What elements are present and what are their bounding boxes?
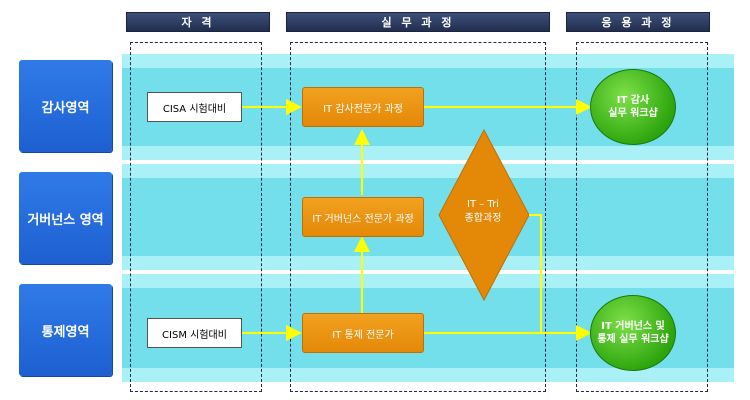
qualification-column-outline (130, 42, 262, 392)
application-column-outline (576, 42, 708, 392)
it-control-expert-course: IT 통제 전문가 (302, 313, 424, 353)
it-tri-diamond (438, 128, 530, 302)
audit-workshop-line1: IT 감사 (616, 94, 650, 106)
governance-workshop-line1: IT 거버넌스 및 (601, 320, 665, 332)
cism-exam-prep-box: CISM 시험대비 (147, 318, 242, 348)
governance-row-band (122, 164, 734, 270)
connector-diamond-to-bottom (529, 214, 542, 333)
row-label-governance: 거버넌스 영역 (19, 172, 112, 264)
qualification-column-header: 자 격 (126, 12, 270, 32)
it-tri-diamond-label: IT – Tri 종합과정 (438, 198, 528, 226)
practical-column-outline (290, 42, 546, 392)
cisa-exam-prep-box: CISA 시험대비 (147, 92, 242, 122)
diamond-label-line2: 종합과정 (464, 213, 502, 224)
application-column-header: 응 용 과 정 (566, 12, 710, 32)
practical-column-header: 실 무 과 정 (286, 12, 550, 32)
diamond-label-line1: IT – Tri (467, 199, 499, 210)
it-governance-workshop-circle: IT 거버넌스 및 통제 실무 워크샵 (590, 295, 676, 371)
it-audit-expert-course: IT 감사전문가 과정 (302, 87, 424, 127)
governance-workshop-line2: 통제 실무 워크샵 (597, 334, 669, 345)
row-label-control: 통제영역 (19, 284, 112, 376)
row-label-audit: 감사영역 (19, 60, 112, 152)
it-audit-workshop-circle: IT 감사 실무 워크샵 (590, 69, 676, 145)
it-governance-expert-course: IT 거버넌스 전문가 과정 (302, 197, 424, 237)
audit-workshop-line2: 실무 워크샵 (608, 108, 658, 119)
